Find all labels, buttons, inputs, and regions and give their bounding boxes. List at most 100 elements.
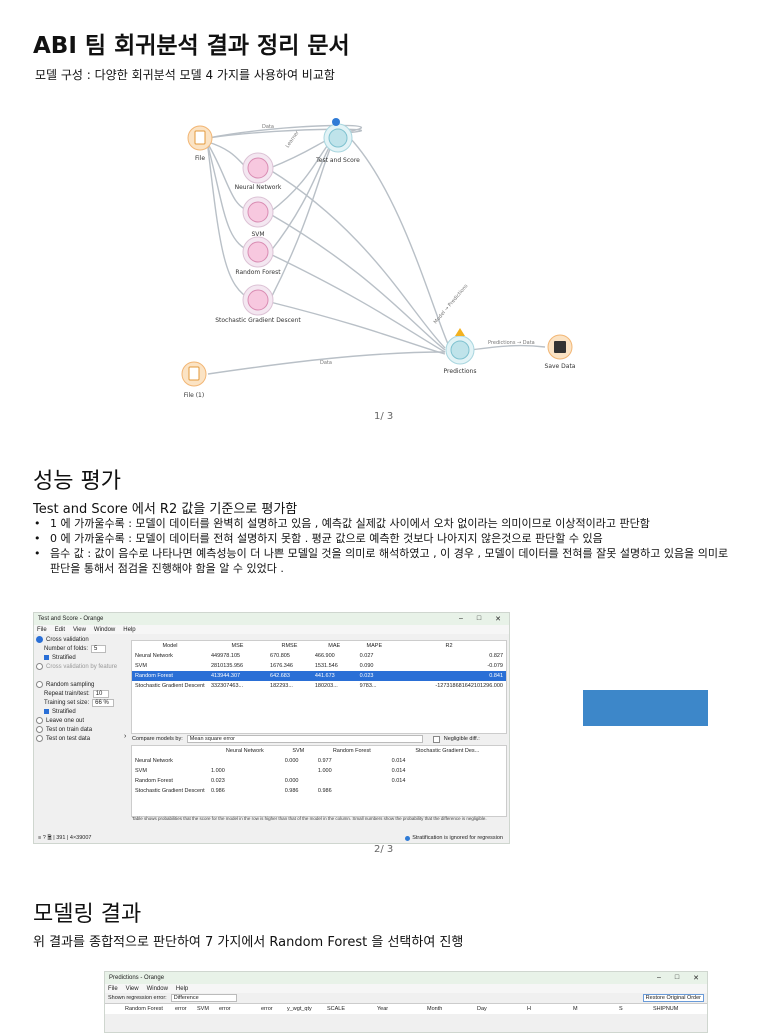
- menu-view[interactable]: View: [125, 985, 139, 992]
- node-save-data[interactable]: Save Data: [545, 334, 576, 370]
- col-header[interactable]: error: [175, 1006, 187, 1012]
- col-header[interactable]: MAPE: [366, 643, 383, 649]
- col-header: Random Forest: [332, 748, 371, 754]
- cell: 180203...: [314, 683, 338, 689]
- label-loo: Leave one out: [46, 717, 85, 724]
- maximize-icon[interactable]: □: [476, 615, 482, 622]
- window-titlebar: Test and Score - Orange –□✕: [34, 613, 509, 625]
- cell: 0.000: [284, 758, 299, 764]
- info-badge-icon: [332, 118, 340, 126]
- table-header-row: Model MSE RMSE MAE MAPE R2: [132, 641, 506, 651]
- maximize-icon[interactable]: □: [674, 974, 680, 981]
- node-file-1[interactable]: File (1): [181, 361, 207, 399]
- node-label-pred: Predictions: [444, 368, 477, 375]
- col-header[interactable]: SCALE: [327, 1006, 346, 1012]
- minimize-icon[interactable]: –: [656, 974, 661, 981]
- menu-edit[interactable]: Edit: [54, 626, 66, 633]
- col-header[interactable]: Year: [377, 1006, 389, 1012]
- cell: Stochastic Gradient Descent: [135, 683, 205, 689]
- checkbox-negligible[interactable]: [432, 735, 440, 743]
- menu-file[interactable]: File: [37, 626, 47, 633]
- col-header: SVM: [292, 748, 305, 754]
- node-neural-network[interactable]: Neural Network: [235, 152, 282, 191]
- table-header-row: Neural Network SVM Random Forest Stochas…: [132, 746, 506, 756]
- radio-random-sampling[interactable]: [36, 681, 43, 688]
- col-header[interactable]: M: [573, 1006, 578, 1012]
- cell: 2810135.956: [211, 663, 244, 669]
- close-icon[interactable]: ✕: [693, 975, 699, 982]
- cell: 0.977: [317, 758, 332, 764]
- menu-window[interactable]: Window: [93, 626, 116, 633]
- menu-help[interactable]: Help: [175, 985, 189, 992]
- bullet-item: 0 에 가까울수록 : 모델이 데이터를 전혀 설명하지 못함 . 평균 값으로…: [34, 531, 734, 546]
- link-label-data: Data: [262, 124, 274, 130]
- cell: Stochastic Gradient Descent: [135, 788, 205, 794]
- radio-test[interactable]: [36, 735, 43, 742]
- node-label-file1: File (1): [184, 392, 204, 399]
- window-title: Predictions - Orange: [109, 975, 165, 981]
- repeat-select[interactable]: 10: [92, 689, 110, 698]
- evaluation-bullets: 1 에 가까울수록 : 모델이 데이터를 완벽히 설명하고 있음 , 예측값 실…: [34, 516, 734, 576]
- node-random-forest[interactable]: Random Forest: [235, 236, 281, 276]
- train-size-select[interactable]: 66 %: [92, 698, 114, 707]
- restore-order-button[interactable]: Restore Original Order: [642, 994, 704, 1002]
- close-icon[interactable]: ✕: [495, 616, 501, 623]
- radio-cv[interactable]: [36, 636, 43, 643]
- col-header[interactable]: error: [219, 1006, 231, 1012]
- document-title: ABI 팀 회귀분석 결과 정리 문서: [33, 33, 350, 59]
- cell: [315, 776, 389, 786]
- col-header[interactable]: error: [261, 1006, 273, 1012]
- cell: -127318681642101296.000: [435, 683, 503, 689]
- node-label-rf: Random Forest: [235, 269, 281, 276]
- checkbox-stratified[interactable]: [44, 655, 49, 660]
- compare-select[interactable]: Mean square error: [186, 735, 423, 743]
- col-header[interactable]: SHIPNUM: [653, 1006, 679, 1012]
- col-header[interactable]: MSE: [231, 643, 244, 649]
- col-header[interactable]: Model: [162, 643, 178, 649]
- col-header[interactable]: Day: [477, 1006, 487, 1012]
- col-header[interactable]: S: [619, 1006, 623, 1012]
- col-header[interactable]: y_wgt_qty: [287, 1006, 312, 1012]
- col-header[interactable]: H: [527, 1006, 531, 1012]
- folds-select[interactable]: 5: [91, 644, 107, 653]
- col-header[interactable]: Month: [427, 1006, 443, 1012]
- col-header[interactable]: Random Forest: [125, 1006, 163, 1012]
- col-header[interactable]: SVM: [197, 1006, 209, 1012]
- cell: Random Forest: [132, 671, 208, 681]
- node-svm[interactable]: SVM: [242, 196, 274, 238]
- bullet-item: 1 에 가까울수록 : 모델이 데이터를 완벽히 설명하고 있음 , 예측값 실…: [34, 516, 734, 531]
- node-sgd[interactable]: Stochastic Gradient Descent: [215, 284, 301, 324]
- node-file[interactable]: File: [187, 125, 213, 162]
- col-header[interactable]: RMSE: [281, 643, 298, 649]
- bullet-item: 음수 값 : 값이 음수로 나타나면 예측성능이 더 나쁜 모델일 것을 의미로…: [34, 546, 734, 576]
- col-header[interactable]: R2: [445, 643, 453, 649]
- shown-error-select[interactable]: Difference: [170, 994, 237, 1002]
- test-and-score-window: Test and Score - Orange –□✕ File Edit Vi…: [33, 612, 510, 844]
- col-header: Neural Network: [225, 748, 264, 754]
- menu-view[interactable]: View: [73, 626, 86, 633]
- status-message: Stratification is ignored for regression: [412, 835, 503, 841]
- minimize-icon[interactable]: –: [458, 615, 463, 622]
- checkbox-stratified-2[interactable]: [44, 709, 49, 714]
- radio-loo[interactable]: [36, 717, 43, 724]
- radio-cv-feature[interactable]: [36, 663, 43, 670]
- node-test-and-score[interactable]: Test and Score: [315, 118, 360, 164]
- node-predictions[interactable]: Predictions: [444, 328, 477, 375]
- menu-help[interactable]: Help: [123, 626, 136, 633]
- radio-train[interactable]: [36, 726, 43, 733]
- chevron-right-icon[interactable]: ›: [124, 733, 127, 740]
- label-repeat: Repeat train/test:: [44, 690, 90, 697]
- col-header[interactable]: MAE: [328, 643, 341, 649]
- menu-window[interactable]: Window: [146, 985, 168, 992]
- cell: -0.079: [487, 663, 503, 669]
- status-bar: ≡ ? 🗎 | 391 | 4×39007 Stratification is …: [34, 833, 509, 843]
- error-row: Shown regression error: Difference Resto…: [105, 993, 707, 1003]
- menu-bar: File Edit View Window Help: [34, 625, 509, 634]
- window-titlebar: Predictions - Orange – □ ✕: [105, 972, 707, 984]
- label-stratified-2: Stratified: [52, 708, 76, 715]
- menu-file[interactable]: File: [108, 985, 118, 992]
